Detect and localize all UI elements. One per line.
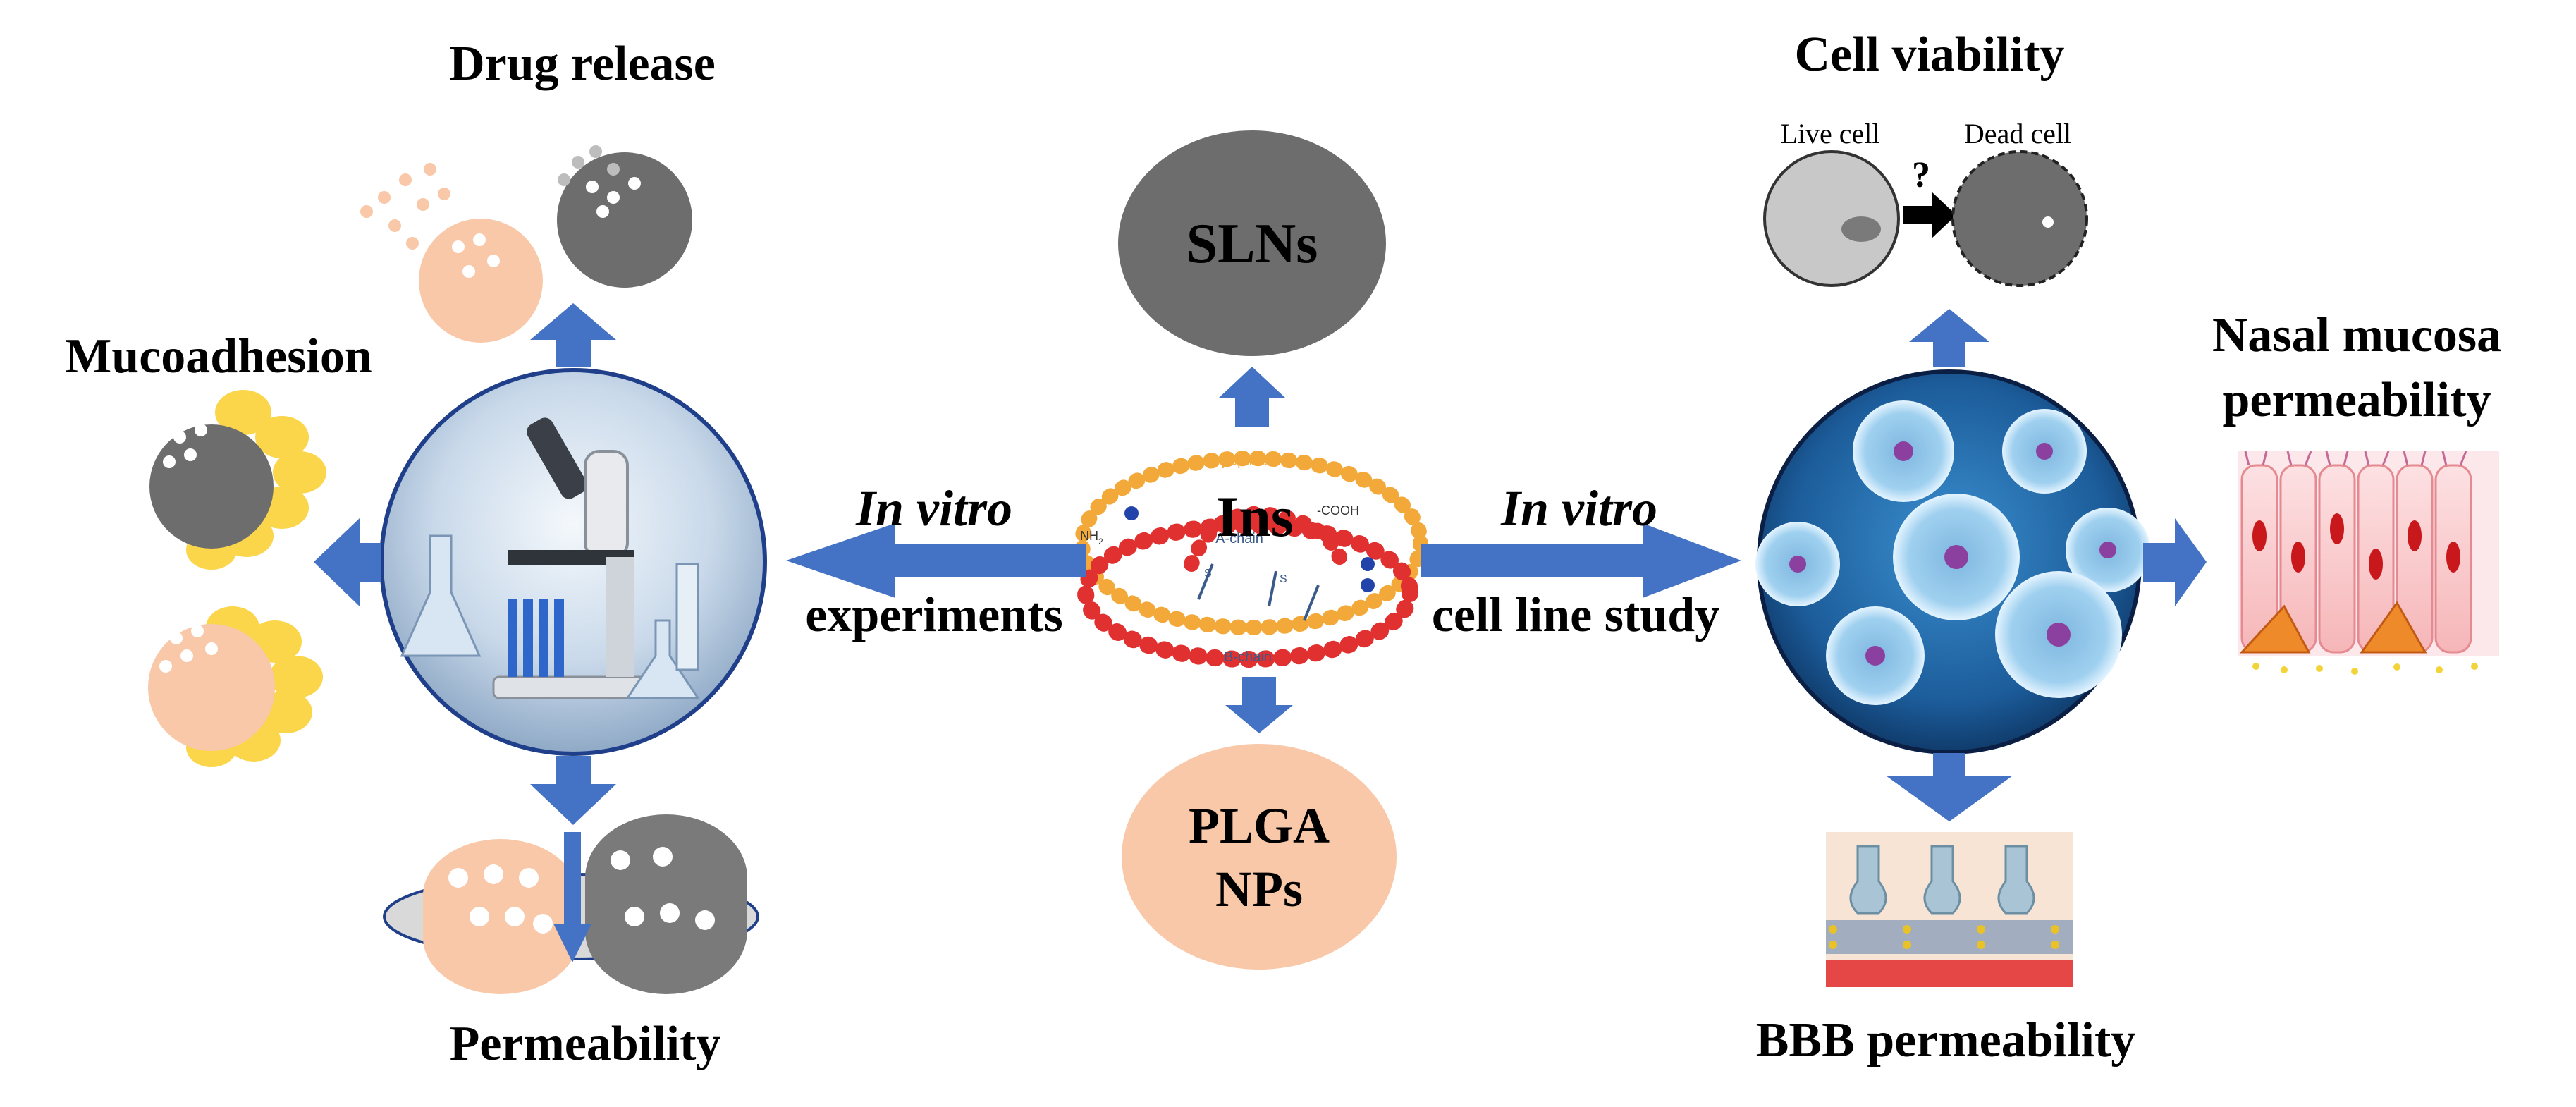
disulfide-bonds bbox=[1197, 563, 1320, 621]
bbb-permeability-title: BBB permeability bbox=[1756, 1013, 2136, 1068]
drug-release-illustration bbox=[360, 145, 692, 343]
nasal-mucosa-title-line1: Nasal mucosa bbox=[2212, 308, 2501, 362]
permeability-title: Permeability bbox=[450, 1017, 721, 1071]
cooh-label: -COOH bbox=[1317, 503, 1359, 518]
chain-end-cap bbox=[1124, 506, 1139, 520]
dead-cell-label: Dead cell bbox=[1964, 118, 2071, 149]
a-chain-label: A-chain bbox=[1215, 531, 1263, 546]
lab-equipment-circle bbox=[379, 368, 767, 756]
in-vitro-experiments-label: experiments bbox=[805, 588, 1062, 642]
c-peptide-chain bbox=[1074, 451, 1428, 635]
arrow-right-cell-line bbox=[1421, 523, 1741, 598]
cell-viability-title: Cell viability bbox=[1794, 27, 2064, 82]
insulin-label: Ins bbox=[1216, 484, 1293, 549]
arrow-left-experiments bbox=[786, 523, 1086, 598]
chain-end-cap bbox=[1361, 578, 1375, 592]
live-cell-label: Live cell bbox=[1780, 118, 1879, 149]
nasal-epithelium-illustration bbox=[2238, 451, 2499, 675]
arrow-live-to-dead bbox=[1903, 192, 1956, 238]
sln-label: SLNs bbox=[1186, 213, 1318, 275]
chain-end-cap bbox=[1361, 557, 1375, 571]
live-cell-illustration bbox=[1763, 150, 1900, 287]
mucoadhesion-illustration bbox=[148, 390, 326, 767]
disulfide-label: S bbox=[1280, 573, 1287, 585]
b-chain-label: B-chain bbox=[1224, 649, 1272, 665]
arrow-up-drug-release bbox=[530, 303, 616, 367]
plga-label-line1: PLGA bbox=[1189, 797, 1330, 854]
in-vitro-experiments-italic: In vitro bbox=[855, 480, 1012, 537]
arrow-down-permeability bbox=[530, 756, 616, 825]
bbb-illustration bbox=[1826, 832, 2073, 987]
sln-particle bbox=[1118, 130, 1386, 356]
plga-particle bbox=[1122, 744, 1397, 970]
mucoadhesion-title: Mucoadhesion bbox=[65, 329, 372, 384]
nh2-label: NH2 bbox=[1080, 529, 1103, 546]
c-peptide-label: C-peptide bbox=[1207, 453, 1268, 469]
arrow-up-to-sln bbox=[1218, 367, 1286, 427]
a-chain bbox=[1184, 506, 1347, 572]
nasal-mucosa-title-line2: permeability bbox=[2222, 373, 2491, 427]
b-chain bbox=[1077, 517, 1418, 668]
arrow-up-cell-viability bbox=[1909, 309, 1989, 367]
cell-line-study-label: cell line study bbox=[1432, 588, 1719, 642]
plga-label-line2: NPs bbox=[1215, 861, 1303, 917]
dead-cell-illustration bbox=[1951, 150, 2088, 287]
arrow-down-to-plga bbox=[1225, 677, 1293, 733]
cell-culture-circle bbox=[1755, 369, 2150, 754]
drug-release-title: Drug release bbox=[449, 37, 716, 91]
permeability-illustration bbox=[383, 814, 759, 994]
insulin-structure: C-peptide A-chain B-chain NH2 -COOH S S … bbox=[1074, 451, 1428, 668]
in-vitro-cell-line-italic: In vitro bbox=[1500, 480, 1657, 537]
arrow-left-mucoadhesion bbox=[314, 518, 381, 606]
arrow-down-bbb bbox=[1886, 753, 2013, 821]
question-mark: ? bbox=[1912, 155, 1930, 195]
disulfide-label: S bbox=[1204, 568, 1212, 580]
arrow-right-nasal bbox=[2143, 518, 2207, 606]
